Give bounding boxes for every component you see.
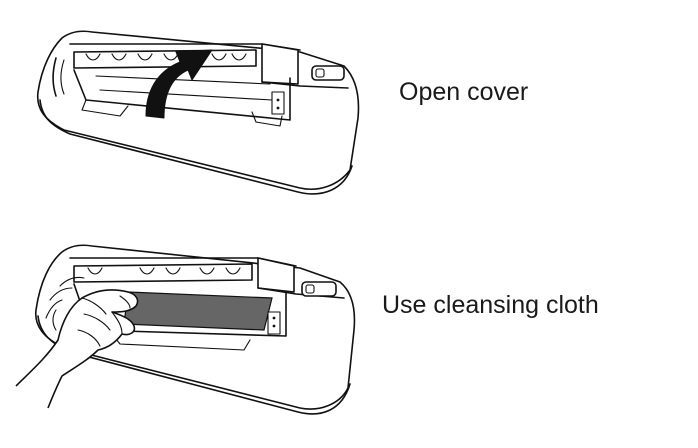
step-label-open-cover: Open cover bbox=[399, 78, 528, 107]
scanner-glass bbox=[124, 292, 272, 330]
step-label-use-cleansing-cloth: Use cleansing cloth bbox=[382, 291, 599, 320]
